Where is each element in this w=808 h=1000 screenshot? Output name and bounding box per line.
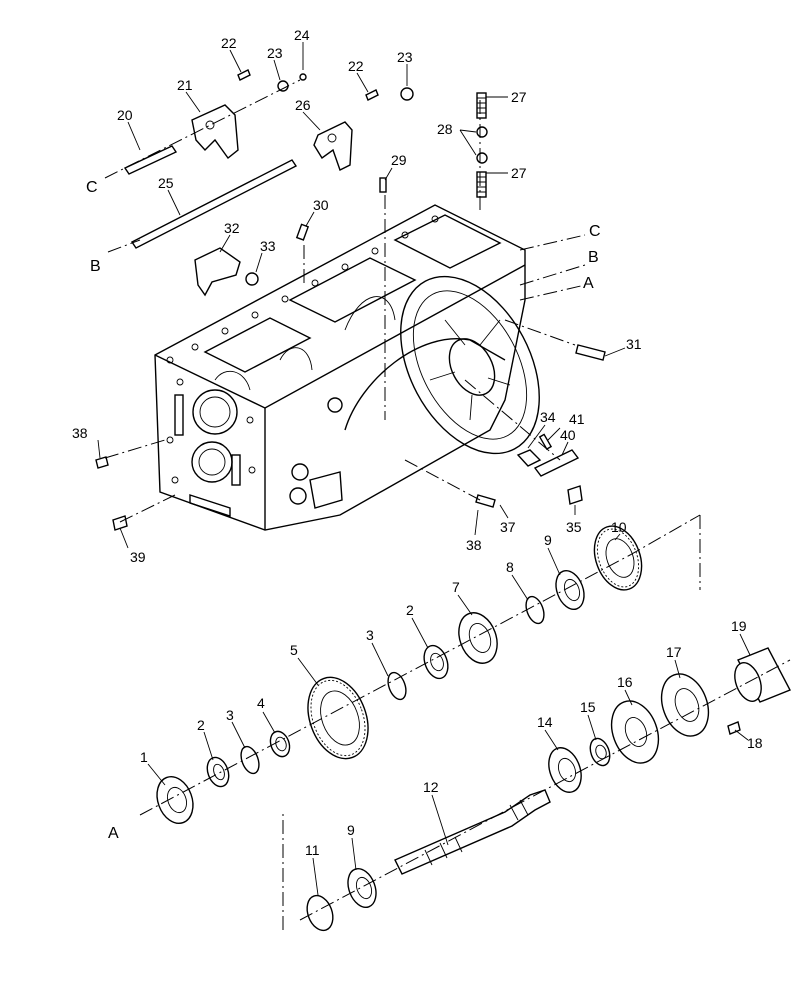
callout-3: 3 bbox=[366, 627, 374, 643]
callout-11: 11 bbox=[305, 842, 320, 858]
axis-letters: A A B B C C bbox=[86, 179, 601, 842]
center-lines bbox=[104, 79, 791, 930]
callout-4: 4 bbox=[257, 695, 265, 711]
shift-assembly bbox=[95, 69, 606, 531]
callout-5: 5 bbox=[290, 642, 298, 658]
shift-fork-26 bbox=[313, 121, 353, 171]
callout-25: 25 bbox=[158, 175, 174, 191]
callout-3: 3 bbox=[226, 707, 234, 723]
callout-38: 38 bbox=[466, 537, 482, 553]
axis-letter-b-right: B bbox=[588, 249, 599, 266]
callout-26: 26 bbox=[295, 97, 311, 113]
detent-spring-bottom bbox=[476, 171, 487, 198]
callout-24: 24 bbox=[294, 27, 310, 43]
callout-15: 15 bbox=[580, 699, 596, 715]
gear-train-parts bbox=[156, 525, 791, 932]
callout-31: 31 bbox=[626, 336, 642, 352]
callout-1: 1 bbox=[140, 749, 148, 765]
callout-37: 37 bbox=[500, 519, 516, 535]
callout-12: 12 bbox=[423, 779, 439, 795]
callout-16: 16 bbox=[617, 674, 633, 690]
callout-7: 7 bbox=[452, 579, 460, 595]
callout-38: 38 bbox=[72, 425, 88, 441]
leader-lines bbox=[97, 42, 751, 896]
callout-27: 27 bbox=[511, 89, 527, 105]
callout-8: 8 bbox=[506, 559, 514, 575]
callout-29: 29 bbox=[391, 152, 407, 168]
output-shaft-12 bbox=[394, 789, 551, 875]
callout-20: 20 bbox=[117, 107, 133, 123]
shift-lever-32 bbox=[194, 247, 241, 297]
callout-2: 2 bbox=[197, 717, 205, 733]
callout-9: 9 bbox=[347, 822, 355, 838]
callout-23: 23 bbox=[397, 49, 413, 65]
callout-22: 22 bbox=[221, 35, 237, 51]
callout-17: 17 bbox=[666, 644, 682, 660]
transmission-housing bbox=[154, 204, 540, 531]
axis-letter-b-left: B bbox=[90, 258, 101, 275]
callout-numbers: 1 2 3 4 5 3 2 7 8 9 10 11 9 12 14 15 16 … bbox=[72, 27, 763, 858]
axis-letter-c-left: C bbox=[86, 179, 98, 196]
callout-41: 41 bbox=[569, 411, 585, 427]
callout-22: 22 bbox=[348, 58, 364, 74]
callout-2: 2 bbox=[406, 602, 414, 618]
callout-32: 32 bbox=[224, 220, 240, 236]
axis-letter-c-right: C bbox=[589, 223, 601, 240]
axis-letter-a-lower: A bbox=[108, 825, 119, 842]
callout-28: 28 bbox=[437, 121, 453, 137]
callout-9: 9 bbox=[544, 532, 552, 548]
callout-10: 10 bbox=[611, 519, 627, 535]
shift-rod-25 bbox=[130, 159, 298, 249]
axis-letter-a-right: A bbox=[583, 275, 594, 292]
detent-spring-top bbox=[476, 92, 487, 119]
callout-14: 14 bbox=[537, 714, 553, 730]
callout-21: 21 bbox=[177, 77, 193, 93]
callout-27: 27 bbox=[511, 165, 527, 181]
shift-fork-21 bbox=[191, 104, 239, 160]
callout-23: 23 bbox=[267, 45, 283, 61]
callout-39: 39 bbox=[130, 549, 146, 565]
callout-30: 30 bbox=[313, 197, 329, 213]
callout-33: 33 bbox=[260, 238, 276, 254]
callout-35: 35 bbox=[566, 519, 582, 535]
callout-40: 40 bbox=[560, 427, 576, 443]
callout-18: 18 bbox=[747, 735, 763, 751]
callout-19: 19 bbox=[731, 618, 747, 634]
shift-rod-20 bbox=[123, 145, 178, 175]
callout-34: 34 bbox=[540, 409, 556, 425]
